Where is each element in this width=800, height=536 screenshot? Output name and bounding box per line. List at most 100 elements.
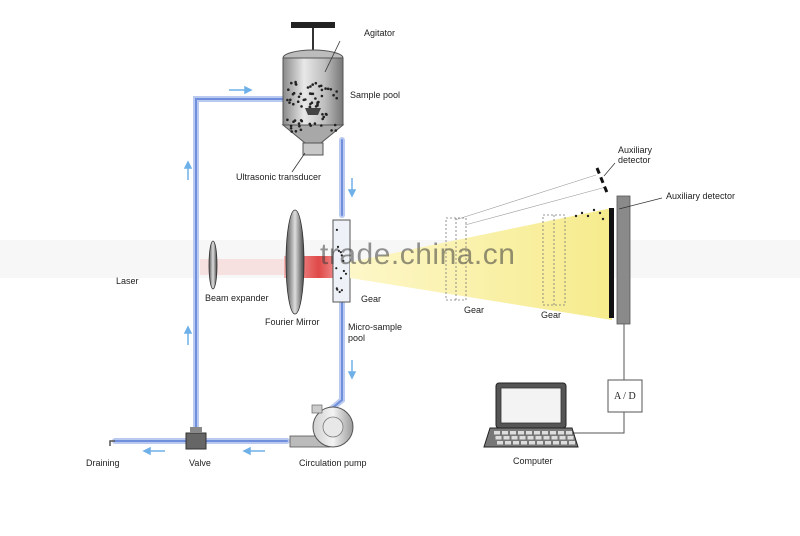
particle — [292, 120, 295, 123]
particle — [335, 96, 339, 100]
scattered-light-cone — [350, 208, 612, 320]
keyboard-key — [494, 431, 500, 435]
particle — [317, 100, 320, 104]
cell-particle — [337, 249, 340, 252]
particle — [299, 119, 303, 122]
particle — [322, 115, 326, 119]
particle — [300, 105, 303, 108]
particle — [299, 128, 303, 132]
keyboard-key — [534, 431, 540, 435]
particle — [318, 85, 321, 88]
ad-converter-box — [607, 379, 643, 413]
transducer-pointer — [291, 152, 306, 173]
particle — [288, 101, 291, 104]
particle — [290, 81, 293, 85]
label-agitator: Agitator — [364, 28, 396, 38]
particle — [324, 112, 328, 116]
particle — [310, 101, 314, 104]
particle — [313, 122, 317, 125]
keyboard-key — [566, 431, 572, 435]
keyboard-key — [535, 436, 542, 440]
particle — [290, 130, 294, 133]
keyboard-key — [543, 436, 550, 440]
label-gear-left: Gear — [361, 294, 382, 304]
particle — [314, 81, 318, 85]
particle — [289, 127, 293, 130]
label-auxiliary-detector-right: Auxiliary detector — [666, 191, 736, 201]
cell-particle — [339, 277, 343, 280]
particle — [320, 124, 323, 127]
fourier-mirror-lens — [285, 209, 305, 315]
keyboard-key — [567, 436, 574, 440]
particle — [320, 94, 324, 98]
detector-scatter-dots — [574, 208, 605, 221]
keyboard-key — [510, 431, 516, 435]
cell-particle — [339, 251, 342, 254]
particle — [335, 90, 339, 93]
particle — [314, 97, 317, 100]
flow-arrows — [142, 85, 357, 456]
keyboard-key — [561, 441, 567, 445]
keyboard-key — [553, 441, 559, 445]
particle — [286, 98, 289, 102]
gear-grid-right — [542, 214, 566, 306]
cell-particle — [336, 288, 339, 291]
particle — [292, 91, 296, 95]
keyboard-key — [545, 441, 551, 445]
keyboard-key — [505, 441, 511, 445]
particle — [309, 85, 312, 88]
particle — [302, 98, 306, 102]
circulation-pump — [289, 404, 354, 448]
particle — [310, 92, 313, 96]
keyboard-key — [542, 431, 548, 435]
keyboard-key — [521, 441, 527, 445]
computer-laptop — [483, 382, 579, 448]
label-micro-sample-pool-2: pool — [348, 333, 366, 343]
agitator-pointer — [324, 40, 341, 73]
cell-particle — [338, 290, 341, 294]
particle — [306, 86, 310, 89]
valve — [185, 427, 207, 450]
particle — [289, 98, 292, 102]
beam-expander-lens — [208, 240, 218, 290]
particle — [289, 124, 293, 128]
particle — [311, 83, 315, 86]
particle — [320, 88, 324, 92]
label-gear-right: Gear — [541, 310, 562, 320]
cell-particle — [340, 289, 343, 292]
label-auxiliary-detector-top-1: Auxiliary — [618, 145, 653, 155]
particle — [298, 124, 301, 128]
keyboard-key — [519, 436, 526, 440]
keyboard-key — [502, 431, 508, 435]
label-beam-expander: Beam expander — [205, 293, 269, 303]
label-circulation-pump: Circulation pump — [299, 458, 367, 468]
particle — [299, 92, 303, 96]
keyboard-key — [551, 436, 558, 440]
keyboard-key — [569, 441, 575, 445]
drain-outlet — [109, 440, 115, 446]
keyboard-key — [503, 436, 510, 440]
particle — [332, 93, 335, 97]
keyboard-key — [558, 431, 564, 435]
cell-particle — [335, 228, 338, 231]
keyboard-key — [537, 441, 543, 445]
particle — [321, 113, 324, 116]
gear-grid-mid — [445, 217, 467, 301]
particle — [287, 88, 290, 91]
particle — [296, 100, 300, 103]
keyboard-key — [559, 436, 566, 440]
cell-particle — [340, 254, 343, 257]
particle — [286, 118, 289, 122]
label-laser: Laser — [116, 276, 139, 286]
particle — [324, 87, 327, 90]
watermark-text: trade.china.cn — [320, 238, 516, 271]
particle — [294, 82, 298, 86]
cell-particle — [342, 269, 345, 273]
particle — [329, 88, 333, 91]
keyboard-key — [529, 441, 535, 445]
label-auxiliary-detector-top-2: detector — [618, 155, 651, 165]
cell-particle — [335, 267, 338, 270]
keyboard-key — [526, 431, 532, 435]
